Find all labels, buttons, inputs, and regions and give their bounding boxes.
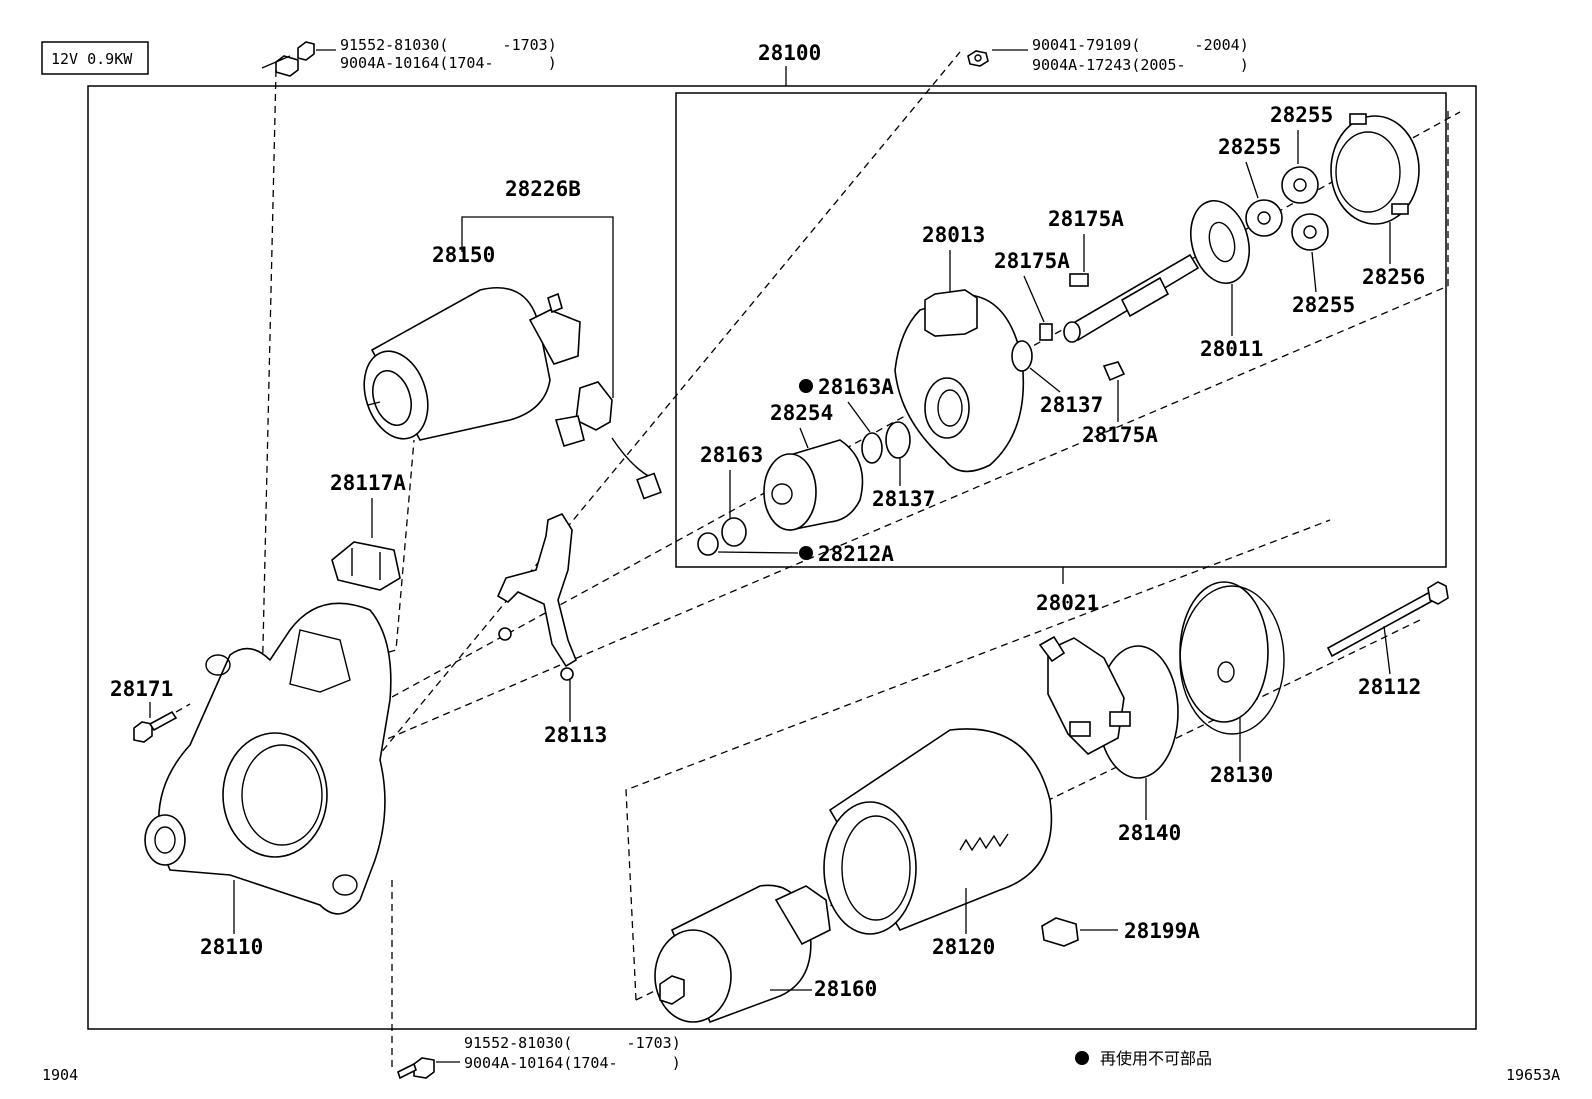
spec-box [41, 41, 149, 75]
armature-28160[interactable] [654, 884, 831, 1024]
label-28199A: 28199A [1124, 919, 1200, 943]
label-28212A: 28212A [818, 542, 894, 566]
part-28117A[interactable] [331, 541, 401, 591]
spec-label: 12V 0.9KW [51, 50, 133, 68]
outer-frame [87, 85, 1477, 1030]
label-28254: 28254 [770, 401, 833, 425]
label-28112: 28112 [1358, 675, 1421, 699]
internal-gear-28256[interactable] [1330, 113, 1420, 225]
bolt-bottom-line1: 91552-81030( -1703) [464, 1034, 681, 1052]
bolt-top-left-line1: 91552-81030( -1703) [340, 36, 557, 54]
label-28021: 28021 [1036, 591, 1099, 615]
planetary-shaft-28011[interactable] [1063, 194, 1258, 343]
label-28255-c: 28255 [1292, 293, 1355, 317]
legend-note: 再使用不可部品 [1100, 1049, 1212, 1068]
grommet-28199A[interactable] [1041, 917, 1079, 947]
drive-lever-28113[interactable] [496, 512, 577, 681]
corner-code-right: 19653A [1506, 1066, 1560, 1084]
label-28175A-a: 28175A [1048, 207, 1124, 231]
label-28113: 28113 [544, 723, 607, 747]
label-28100: 28100 [758, 41, 821, 65]
planet-gear-28255-a[interactable] [1245, 199, 1283, 237]
bolt-top-left[interactable] [261, 41, 315, 77]
end-frame-28130[interactable] [1179, 581, 1285, 735]
bolt-28171[interactable] [133, 710, 178, 743]
oring-28137-a[interactable] [1011, 340, 1033, 372]
label-28140: 28140 [1118, 821, 1181, 845]
label-28117A: 28117A [330, 471, 406, 495]
bolt-bottom[interactable] [397, 1057, 435, 1080]
label-28226B: 28226B [505, 177, 581, 201]
bolt-top-left-line2: 9004A-10164(1704- ) [340, 54, 557, 72]
key-28175A-b[interactable] [1039, 323, 1053, 341]
key-28175A-a[interactable] [1069, 273, 1089, 287]
terminal-brush-28226B[interactable] [554, 381, 662, 500]
pinion-clutch-28254[interactable] [763, 439, 864, 531]
snap-ring-28212A[interactable] [697, 532, 719, 556]
label-28171: 28171 [110, 677, 173, 701]
bolt-top-right-line1: 90041-79109( -2004) [1032, 36, 1249, 54]
label-28150: 28150 [432, 243, 495, 267]
nut-top-right[interactable] [967, 50, 989, 67]
planet-gear-28255-c[interactable] [1291, 213, 1329, 251]
through-bolt-28112[interactable] [1326, 581, 1449, 658]
inner-assembly-frame [675, 92, 1447, 568]
legend-dot [1075, 1051, 1089, 1065]
planet-gear-28255-b[interactable] [1281, 166, 1319, 204]
brush-holder-28140[interactable] [1038, 635, 1179, 779]
label-28255-b: 28255 [1218, 135, 1281, 159]
label-28130: 28130 [1210, 763, 1273, 787]
solenoid-28150[interactable] [354, 286, 581, 447]
oring-28137-b[interactable] [885, 421, 911, 459]
housing-28110[interactable] [144, 602, 392, 915]
bolt-top-right-line2: 9004A-17243(2005- ) [1032, 56, 1249, 74]
label-28255-a: 28255 [1270, 103, 1333, 127]
yoke-28120[interactable] [823, 728, 1053, 935]
label-28160: 28160 [814, 977, 877, 1001]
label-28110: 28110 [200, 935, 263, 959]
label-28011: 28011 [1200, 337, 1263, 361]
label-28137-a: 28137 [1040, 393, 1103, 417]
corner-code-left: 1904 [42, 1066, 78, 1084]
label-28137-b: 28137 [872, 487, 935, 511]
label-28163A: 28163A [818, 375, 894, 399]
ring-28163A[interactable] [861, 432, 883, 464]
label-28013: 28013 [922, 223, 985, 247]
bolt-bottom-line2: 9004A-10164(1704- ) [464, 1054, 681, 1072]
label-28163: 28163 [700, 443, 763, 467]
stop-collar-28163[interactable] [721, 517, 747, 547]
key-28175A-c[interactable] [1102, 361, 1126, 382]
label-28175A-c: 28175A [1082, 423, 1158, 447]
planetary-housing-28013[interactable] [894, 289, 1025, 473]
label-28256: 28256 [1362, 265, 1425, 289]
label-28175A-b: 28175A [994, 249, 1070, 273]
label-28120: 28120 [932, 935, 995, 959]
